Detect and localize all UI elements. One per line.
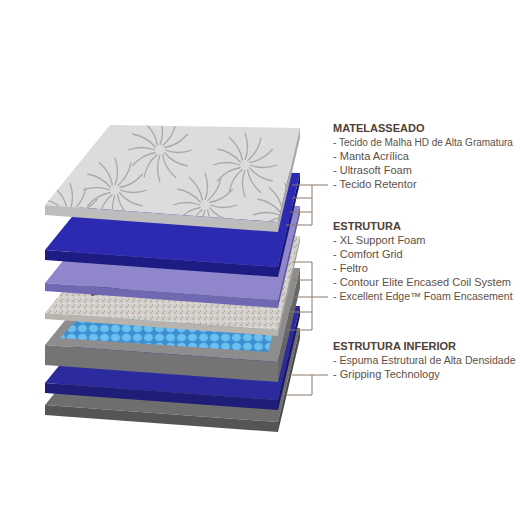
group-heading: ESTRUTURA INFERIOR [333, 340, 456, 353]
part-name: - Ultrasoft Foam [333, 164, 412, 177]
part-name: - Contour Elite Encased Coil System [333, 276, 511, 289]
part-name: - Comfort Grid [333, 248, 403, 261]
group-heading: MATELASSEADO [333, 122, 424, 135]
part-name: - Manta Acrílica [333, 150, 409, 163]
group-heading: ESTRUTURA [333, 220, 401, 233]
part-name: - Excellent Edge™ Foam Encasement [333, 290, 513, 303]
part-name: - Feltro [333, 262, 368, 275]
part-name: - Gripping Technology [333, 368, 440, 381]
part-name: - Espuma Estrutural de Alta Densidade [333, 354, 516, 367]
part-name: - XL Support Foam [333, 234, 426, 247]
part-name: - Tecido Retentor [333, 178, 417, 191]
part-name: - Tecido de Malha HD de Alta Gramatura [333, 136, 513, 149]
